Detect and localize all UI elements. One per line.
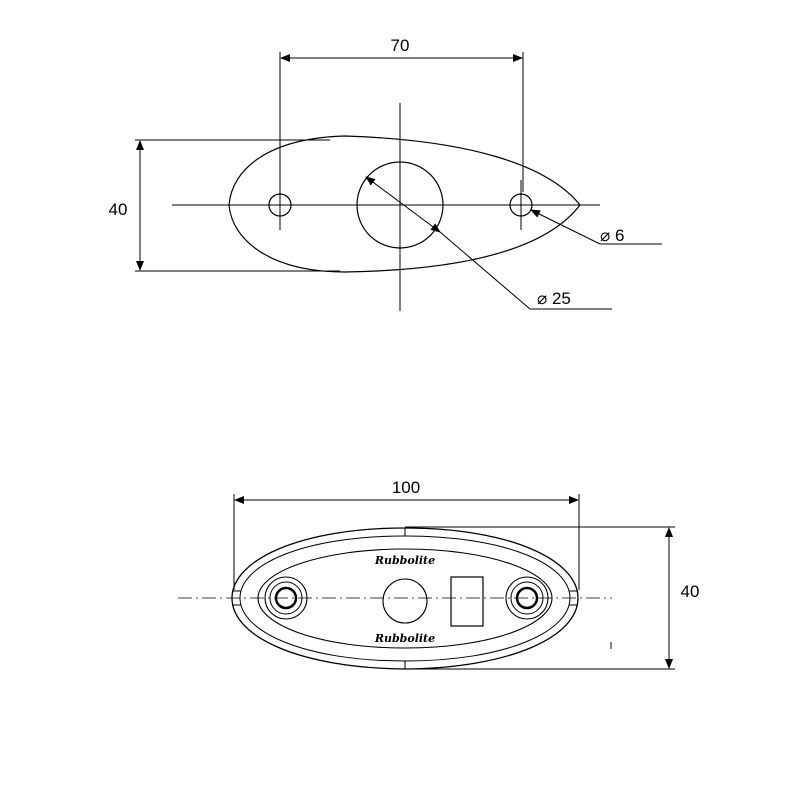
right-boss-inner — [515, 586, 539, 610]
bottom-height-dimension-label: 40 — [681, 582, 700, 601]
bottom-width-dimension-label: 100 — [392, 478, 420, 497]
height-dimension-label: 40 — [109, 200, 128, 219]
center-hole — [356, 161, 444, 249]
right-mounting-hole — [509, 193, 533, 217]
template-outline — [228, 135, 581, 273]
cable-hole — [382, 578, 428, 624]
connector-slot — [450, 576, 484, 627]
right-boss-mid — [510, 581, 544, 615]
left-boss-mid — [269, 581, 303, 615]
width-dimension-label: 70 — [391, 36, 410, 55]
right-boss-outer — [505, 576, 549, 620]
brand-logo-bottom: Rubbolite — [374, 632, 435, 645]
left-mounting-hole — [268, 193, 292, 217]
center-leader-line — [439, 231, 531, 310]
center-diameter-label: ⌀ 25 — [537, 289, 571, 308]
top-view: 70 40 ⌀ 6 ⌀ 25 — [109, 36, 662, 311]
left-boss-outer — [264, 576, 308, 620]
hole-diameter-label: ⌀ 6 — [600, 226, 624, 245]
left-boss-inner — [274, 586, 298, 610]
lamp-inner-base — [257, 548, 553, 649]
center-diameter-line — [365, 176, 441, 233]
bottom-view: Rubbolite Rubbolite 100 40 — [178, 478, 700, 670]
hole-leader-line — [530, 209, 601, 245]
brand-logo-top: Rubbolite — [374, 554, 435, 567]
